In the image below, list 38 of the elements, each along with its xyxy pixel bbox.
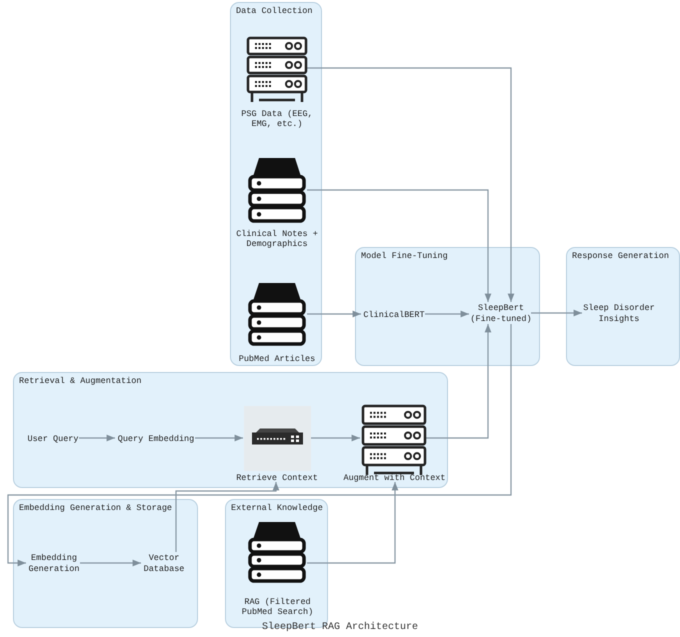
- arrow: [307, 482, 398, 564]
- group-title: External Knowledge: [231, 503, 323, 513]
- node-label: Clinical Notes + Demographics: [235, 229, 319, 249]
- node-label: Retrieve Context: [235, 473, 319, 483]
- arrow: [7, 324, 512, 566]
- arrow: [307, 310, 361, 318]
- node-label: RAG (Filtered PubMed Search): [240, 597, 314, 617]
- node-label: PubMed Articles: [238, 354, 316, 364]
- node-label: SleepBert (Fine-tuned): [470, 303, 532, 325]
- group-title: Model Fine-Tuning: [361, 251, 448, 261]
- arrow: [307, 189, 492, 302]
- node-label: Embedding Generation: [27, 553, 80, 575]
- arrow: [79, 434, 115, 442]
- group-panel: [566, 247, 680, 366]
- arrow: [80, 560, 141, 566]
- group-panel: [230, 2, 322, 366]
- arrow: [175, 482, 280, 552]
- arrow: [531, 310, 582, 316]
- group-panel: [13, 499, 198, 628]
- group-panel: [13, 372, 448, 488]
- arrow: [307, 67, 514, 302]
- group-panel: [355, 247, 540, 366]
- group-title: Retrieval & Augmentation: [19, 376, 142, 386]
- caption: SleepBert RAG Architecture: [260, 622, 420, 633]
- node-label: ClinicalBERT: [362, 310, 426, 321]
- node-label: Query Embedding: [116, 434, 196, 445]
- node-label: Augment with Context: [343, 473, 446, 483]
- arrow: [195, 434, 243, 442]
- node-label: Vector Database: [142, 553, 186, 575]
- group-title: Data Collection: [236, 6, 313, 16]
- group-title: Response Generation: [572, 251, 669, 261]
- group-title: Embedding Generation & Storage: [19, 503, 172, 513]
- arrow: [310, 434, 360, 442]
- node-label: User Query: [26, 434, 80, 445]
- node-label: Sleep Disorder Insights: [583, 303, 655, 325]
- node-label: PSG Data (EEG, EMG, etc.): [240, 109, 314, 129]
- arrow: [425, 310, 469, 318]
- arrow: [426, 324, 492, 439]
